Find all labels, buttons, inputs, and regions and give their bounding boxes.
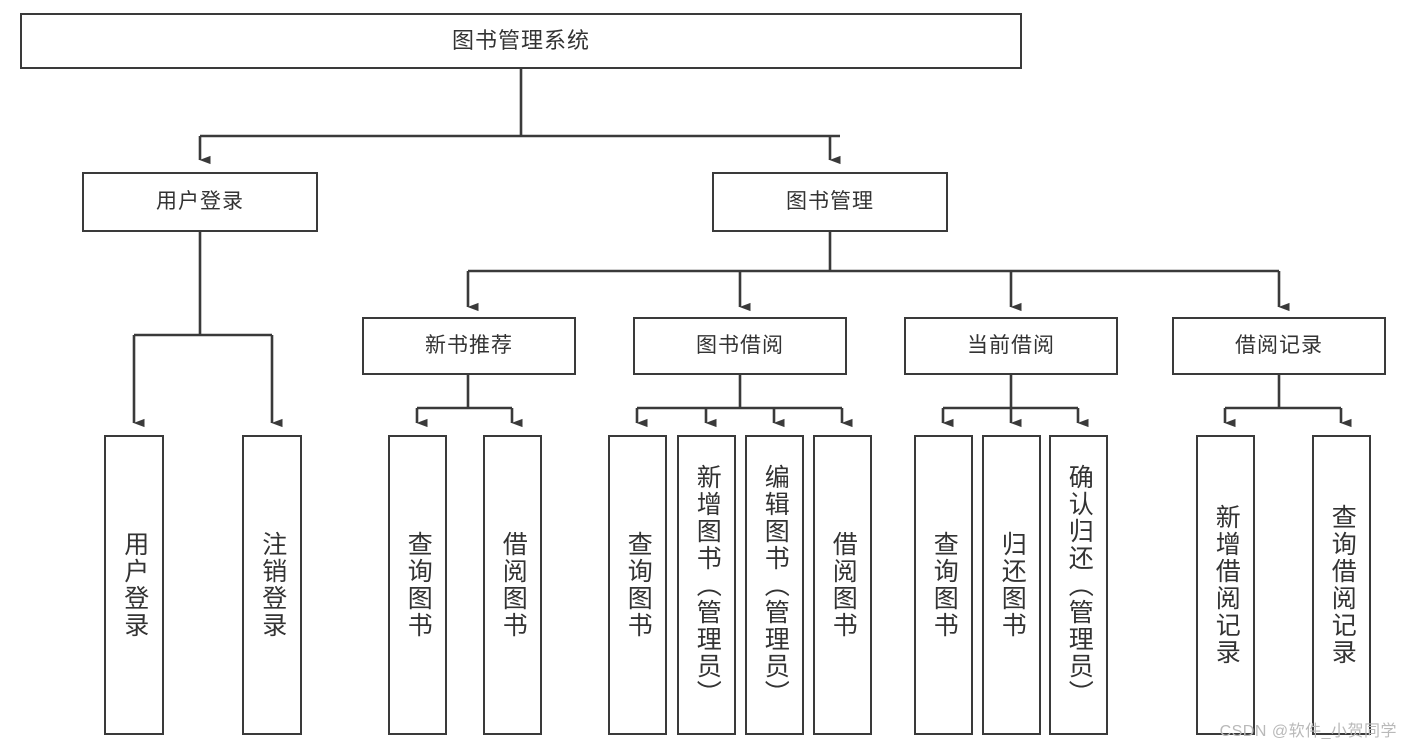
csdn-watermark: CSDN @软件_小贺同学 — [1219, 723, 1397, 740]
node-current-borrow[interactable]: 当前借阅 — [904, 317, 1118, 375]
leaf-record-query-record[interactable]: 查询借阅记录 — [1312, 435, 1371, 735]
node-borrow-record[interactable]: 借阅记录 — [1172, 317, 1386, 375]
node-label: 借阅图书 — [499, 531, 528, 639]
leaf-borrow-borrow-book[interactable]: 借阅图书 — [813, 435, 872, 735]
node-label: 借阅图书 — [829, 531, 858, 639]
node-label: 查询借阅记录 — [1328, 504, 1357, 666]
leaf-current-confirm-return-admin[interactable]: 确认归还（管理员） — [1049, 435, 1108, 735]
node-book-borrow[interactable]: 图书借阅 — [633, 317, 847, 375]
node-book-management[interactable]: 图书管理 — [712, 172, 948, 232]
node-root-system[interactable]: 图书管理系统 — [20, 13, 1022, 69]
node-label: 新书推荐 — [425, 334, 513, 358]
node-label: 图书管理 — [786, 190, 874, 214]
node-label: 查询图书 — [624, 531, 653, 639]
node-label: 确认归还（管理员） — [1065, 463, 1094, 707]
leaf-current-return-book[interactable]: 归还图书 — [982, 435, 1041, 735]
leaf-record-add-record[interactable]: 新增借阅记录 — [1196, 435, 1255, 735]
node-label: 图书管理系统 — [451, 27, 590, 53]
leaf-recommend-borrow-book[interactable]: 借阅图书 — [483, 435, 542, 735]
node-label: 图书借阅 — [696, 334, 784, 358]
node-label: 用户登录 — [156, 190, 244, 214]
leaf-borrow-add-book-admin[interactable]: 新增图书（管理员） — [677, 435, 736, 735]
node-label: 归还图书 — [998, 531, 1027, 639]
node-label: 用户登录 — [120, 531, 149, 639]
leaf-current-query-book[interactable]: 查询图书 — [914, 435, 973, 735]
node-label: 当前借阅 — [967, 334, 1055, 358]
leaf-user-login-signout[interactable]: 注销登录 — [242, 435, 302, 735]
node-user-login[interactable]: 用户登录 — [82, 172, 318, 232]
leaf-recommend-query-book[interactable]: 查询图书 — [388, 435, 447, 735]
node-label: 新增借阅记录 — [1212, 504, 1241, 666]
node-label: 新增图书（管理员） — [693, 463, 722, 707]
leaf-borrow-edit-book-admin[interactable]: 编辑图书（管理员） — [745, 435, 804, 735]
node-new-book-recommend[interactable]: 新书推荐 — [362, 317, 576, 375]
node-label: 借阅记录 — [1235, 334, 1323, 358]
node-label: 查询图书 — [930, 531, 959, 639]
node-label: 注销登录 — [258, 531, 287, 639]
node-label: 编辑图书（管理员） — [761, 463, 790, 707]
leaf-user-login-signin[interactable]: 用户登录 — [104, 435, 164, 735]
leaf-borrow-query-book[interactable]: 查询图书 — [608, 435, 667, 735]
node-label: 查询图书 — [404, 531, 433, 639]
